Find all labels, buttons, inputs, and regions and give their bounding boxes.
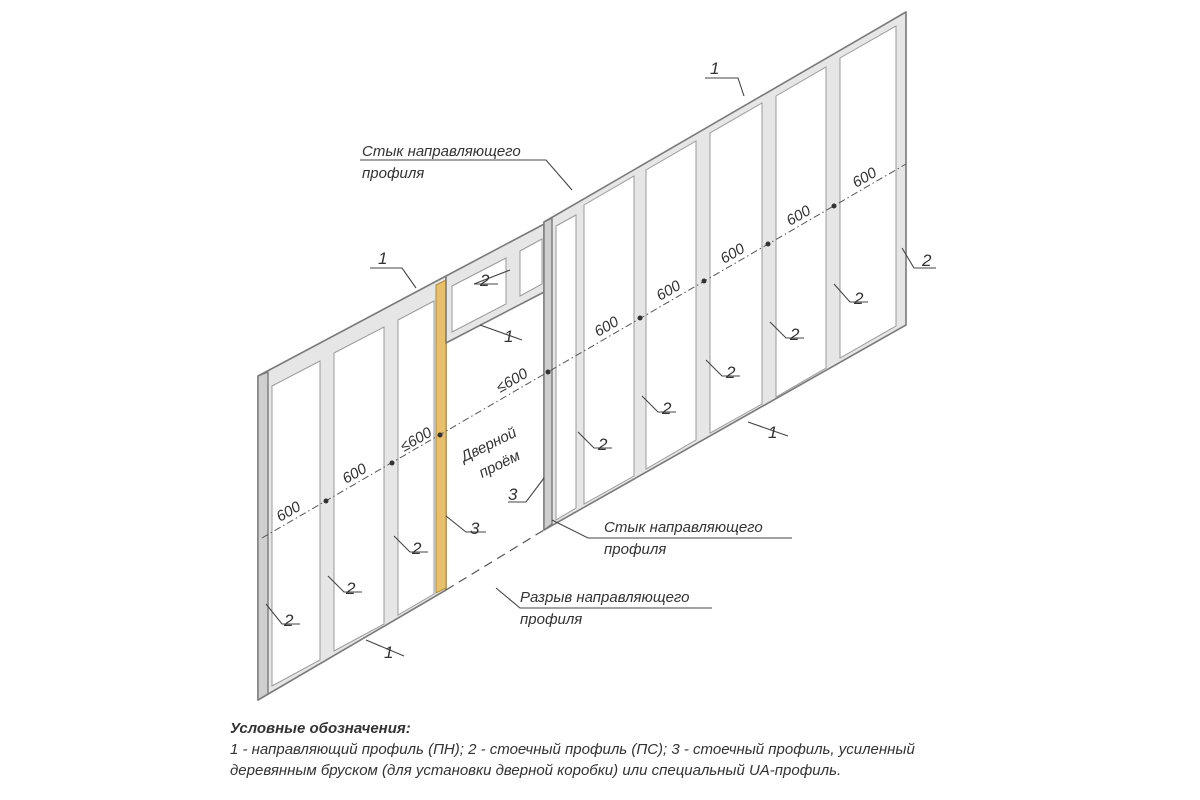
marker-reinforced-stud: 3	[508, 485, 518, 504]
leader-rail-header	[479, 324, 523, 341]
leader-stud	[265, 603, 300, 625]
leader-reinforced-stud	[445, 515, 486, 533]
marker-stud: 2	[661, 399, 672, 418]
number-markers: 1 1 1 1 1 2 2 2 2 2 2 2 2 2 2 3 3	[283, 59, 932, 662]
left-wall-section	[257, 275, 447, 701]
right-bay-1	[555, 214, 577, 521]
right-bay-4	[709, 102, 763, 434]
right-bay-5	[775, 66, 827, 398]
right-bay-6	[839, 25, 897, 359]
dim-tick	[389, 460, 395, 466]
dim-tick	[323, 498, 329, 504]
marker-stud: 2	[411, 539, 422, 558]
marker-stud: 2	[789, 325, 800, 344]
rail-gap-note-line2: профиля	[520, 611, 582, 628]
leader-rail-gap	[495, 587, 712, 609]
dimension-ticks	[323, 203, 837, 504]
legend-title: Условные обозначения:	[230, 720, 411, 737]
dim-tick	[545, 369, 551, 375]
dim-tick	[831, 203, 837, 209]
leader-rail-top-right	[705, 77, 745, 97]
door-header-opening-right	[519, 238, 543, 297]
leader-stud	[901, 247, 936, 269]
marker-rail: 1	[504, 327, 513, 346]
leader-rail-bottom-left	[365, 639, 405, 657]
dim-tick	[701, 278, 707, 284]
leader-stud	[769, 321, 804, 339]
leader-rail-top-left	[370, 267, 417, 289]
marker-stud: 2	[921, 251, 932, 270]
dim-tick	[637, 315, 643, 321]
right-bay-2	[583, 175, 635, 505]
dim-label-max: ≤600	[494, 365, 532, 397]
marker-rail: 1	[378, 249, 387, 268]
leader-stud	[473, 269, 511, 285]
leader-joint-top	[360, 159, 573, 191]
joint-top-note-line1: Стык направляющего	[362, 143, 521, 160]
right-wall-section	[543, 11, 907, 531]
leader-stud	[393, 535, 428, 553]
right-bay-3	[645, 140, 697, 470]
marker-rail: 1	[384, 643, 393, 662]
joint-bottom-note-line2: профиля	[604, 541, 666, 558]
marker-stud: 2	[345, 579, 356, 598]
marker-stud: 2	[853, 289, 864, 308]
leader-stud	[577, 431, 612, 449]
left-bay-3	[397, 300, 435, 616]
marker-stud: 2	[725, 363, 736, 382]
legend-line-2: деревянным бруском (для установки дверно…	[230, 762, 842, 779]
leader-reinforced-stud	[508, 477, 545, 503]
leader-lines	[265, 77, 936, 657]
left-section-frame-side	[257, 371, 269, 701]
marker-stud: 2	[597, 435, 608, 454]
leader-stud	[641, 395, 676, 413]
left-bay-2	[333, 326, 385, 652]
left-bay-1	[271, 360, 321, 687]
legend: Условные обозначения: 1 - направляющий п…	[230, 718, 1030, 781]
rail-gap-note-line1: Разрыв направляющего	[520, 589, 690, 606]
legend-line-1: 1 - направляющий профиль (ПН); 2 - стоеч…	[230, 741, 915, 758]
joint-top-note-line2: профиля	[362, 165, 424, 182]
rail-gap-line	[445, 529, 545, 591]
door-header-section	[445, 221, 549, 344]
joint-bottom-note-line1: Стык направляющего	[604, 519, 763, 536]
dim-tick	[437, 432, 443, 438]
leader-stud	[327, 575, 362, 593]
marker-reinforced-stud: 3	[470, 519, 480, 538]
marker-stud: 2	[283, 611, 294, 630]
leader-joint-bottom	[551, 519, 792, 539]
leader-rail-bottom-right	[747, 421, 789, 437]
dim-tick	[765, 241, 771, 247]
marker-rail: 1	[710, 59, 719, 78]
leader-stud	[833, 283, 868, 303]
leader-stud	[705, 359, 740, 377]
marker-stud: 2	[479, 271, 490, 290]
marker-rail: 1	[768, 423, 777, 442]
